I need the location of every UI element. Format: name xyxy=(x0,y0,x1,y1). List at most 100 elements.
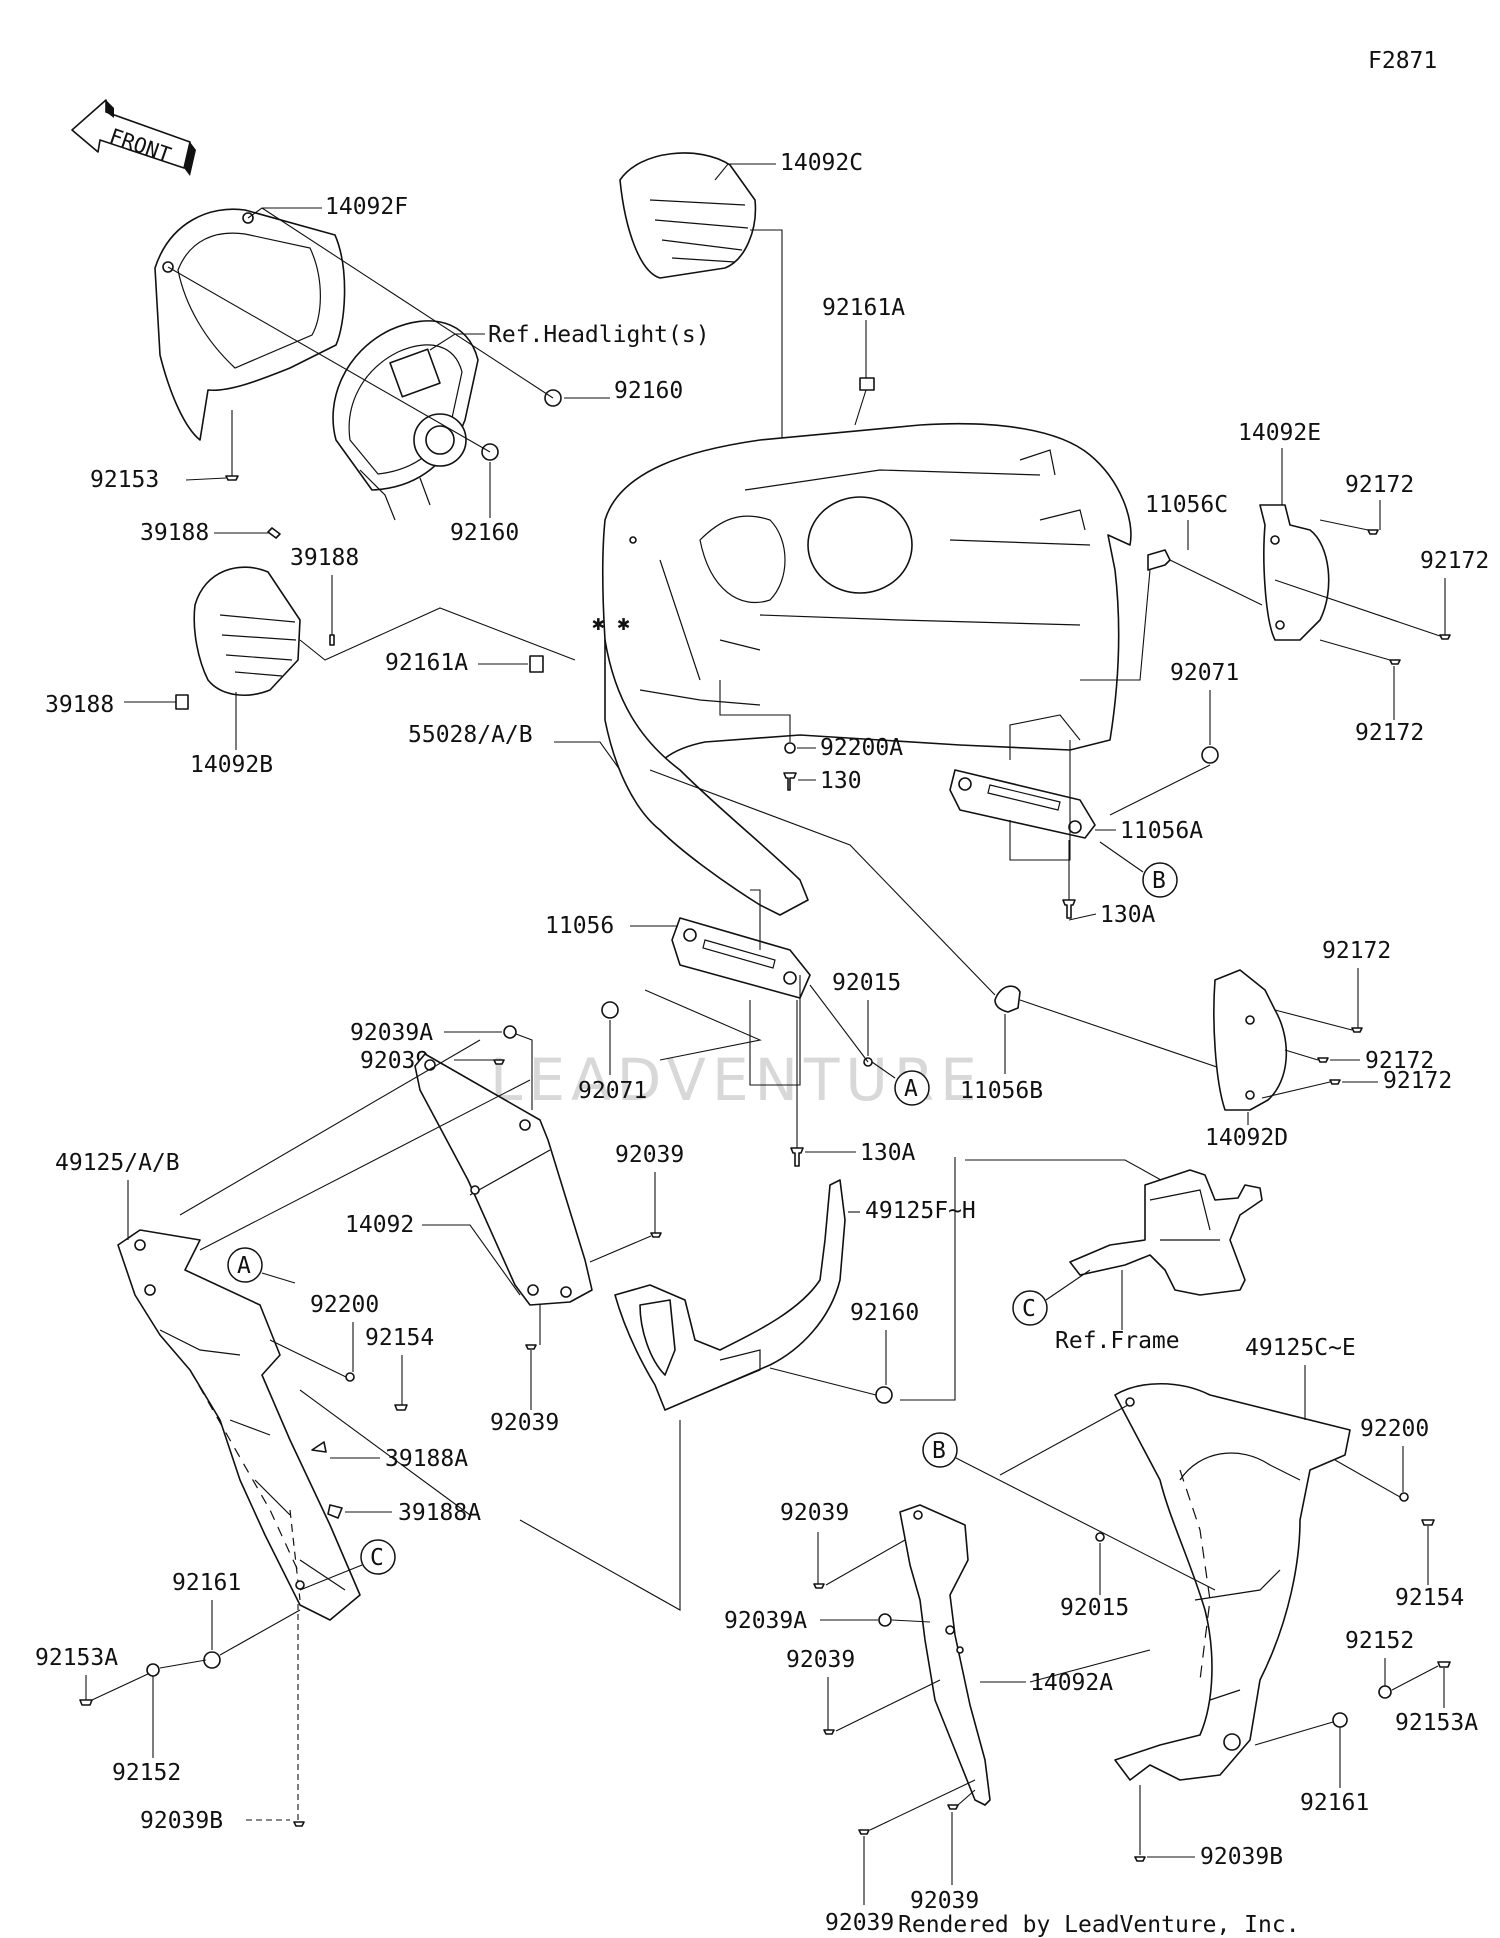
washer-92152-left xyxy=(146,1663,160,1677)
diagram-id: F2871 xyxy=(1368,48,1437,74)
label-39188A-lower: 39188A xyxy=(398,1500,481,1526)
screw-92172-a xyxy=(1367,529,1379,535)
label-92153A-right: 92153A xyxy=(1395,1710,1478,1736)
label-14092B: 14092B xyxy=(190,752,273,778)
label-130A-lower: 130A xyxy=(860,1140,916,1166)
label-92200-right: 92200 xyxy=(1360,1416,1429,1442)
washer-92200A xyxy=(784,742,796,754)
bolt-130 xyxy=(783,772,797,791)
label-11056B: 11056B xyxy=(960,1078,1043,1104)
part-11056-bracket xyxy=(671,917,811,999)
screw-92172-f xyxy=(1329,1079,1341,1085)
washer-92152-right xyxy=(1378,1685,1392,1699)
circle-ref-b-upper-label: B xyxy=(1152,868,1166,894)
circle-ref-c-right-label: C xyxy=(1022,1296,1036,1322)
circle-ref-b-right-label: B xyxy=(932,1438,946,1464)
screw-92154-left xyxy=(394,1404,408,1411)
label-92200A: 92200A xyxy=(820,735,903,761)
screw-92039-low xyxy=(525,1344,537,1350)
headlight-assembly xyxy=(332,320,479,521)
bracket-11056C xyxy=(1147,549,1171,571)
clip-11056B xyxy=(994,985,1021,1013)
screw-92039-upper xyxy=(493,1059,505,1065)
part-55028-upper-cowl: ✱ ✱ xyxy=(592,422,1132,916)
screw-92039-r4 xyxy=(947,1804,959,1810)
ref-frame-bracket xyxy=(1069,1169,1263,1296)
label-92172-b: 92172 xyxy=(1420,548,1489,574)
circle-ref-a-mid-label: A xyxy=(904,1076,918,1102)
screw-92039-r1 xyxy=(813,1583,825,1589)
circle-ref-c-left xyxy=(360,1539,396,1575)
washer-92200-left xyxy=(345,1372,355,1382)
label-130A-upper: 130A xyxy=(1100,902,1156,928)
screw-92039-r3 xyxy=(858,1829,870,1835)
label-92039A-upper: 92039A xyxy=(350,1020,433,1046)
screw-92015-right xyxy=(1095,1532,1105,1542)
front-arrow-icon: FRONT xyxy=(71,99,196,176)
clip-39188-b xyxy=(329,634,335,646)
washer-92200-right xyxy=(1399,1492,1409,1502)
label-ref-frame: Ref.Frame xyxy=(1055,1328,1180,1354)
label-39188-a: 39188 xyxy=(140,520,209,546)
label-92152-right: 92152 xyxy=(1345,1628,1414,1654)
label-92039B-left: 92039B xyxy=(140,1808,223,1834)
bolt-130A-lower xyxy=(790,1147,804,1167)
grommet-92161-right xyxy=(1332,1712,1348,1728)
clip-39188-c xyxy=(175,694,189,710)
circle-ref-a-left-label: A xyxy=(237,1253,251,1279)
screw-92153 xyxy=(225,475,239,481)
label-92015-upper: 92015 xyxy=(832,970,901,996)
grommet-92160-low xyxy=(875,1386,893,1404)
part-14092B-air-duct xyxy=(193,566,301,696)
label-11056: 11056 xyxy=(545,913,614,939)
label-14092: 14092 xyxy=(345,1212,414,1238)
label-55028: 55028/A/B xyxy=(408,722,533,748)
label-39188-c: 39188 xyxy=(45,692,114,718)
screw-92172-d xyxy=(1351,1027,1363,1033)
clip-39188A-upper xyxy=(311,1441,327,1453)
cowl-marking-icon: ✱ ✱ xyxy=(592,611,630,635)
label-92039-r3: 92039 xyxy=(825,1910,894,1936)
label-92152-left: 92152 xyxy=(112,1760,181,1786)
part-49125C-E-right-side-cowl xyxy=(1114,1383,1351,1781)
nut-92039A-upper xyxy=(503,1025,517,1039)
label-92154-left: 92154 xyxy=(365,1325,434,1351)
label-92172-c: 92172 xyxy=(1355,720,1424,746)
circle-ref-a-left xyxy=(227,1247,263,1283)
part-14092E-cover xyxy=(1259,504,1330,641)
circle-ref-a-mid xyxy=(894,1070,930,1106)
watermark: LEADVENTURE xyxy=(490,1046,983,1114)
label-92160-upper: 92160 xyxy=(614,378,683,404)
circle-ref-b-right xyxy=(922,1432,958,1468)
circle-ref-c-right xyxy=(1012,1290,1048,1326)
screw-92039-mid xyxy=(650,1232,662,1238)
label-92039-r4: 92039 xyxy=(910,1888,979,1914)
part-14092C-air-duct xyxy=(619,152,757,279)
label-49125CE: 49125C~E xyxy=(1245,1335,1356,1361)
label-39188-b: 39188 xyxy=(290,545,359,571)
label-92154-right: 92154 xyxy=(1395,1585,1464,1611)
screw-92153A-left xyxy=(79,1699,93,1706)
part-14092A-inner-panel xyxy=(899,1504,991,1806)
label-92161-left: 92161 xyxy=(172,1570,241,1596)
nut-92039A-right xyxy=(878,1613,892,1627)
label-92039-r1: 92039 xyxy=(780,1500,849,1526)
label-92039-mid: 92039 xyxy=(615,1142,684,1168)
label-14092D: 14092D xyxy=(1205,1125,1288,1151)
label-92172-a: 92172 xyxy=(1345,472,1414,498)
label-ref-headlight: Ref.Headlight(s) xyxy=(488,322,710,348)
label-49125: 49125/A/B xyxy=(55,1150,180,1176)
screw-92172-b xyxy=(1439,634,1451,640)
label-92039A-right: 92039A xyxy=(724,1608,807,1634)
label-92039-r2: 92039 xyxy=(786,1647,855,1673)
label-49125FH: 49125F~H xyxy=(865,1198,976,1224)
label-92172-f: 92172 xyxy=(1383,1068,1452,1094)
label-92161-right: 92161 xyxy=(1300,1790,1369,1816)
label-92172-d: 92172 xyxy=(1322,938,1391,964)
screw-92039B-left xyxy=(293,1821,305,1827)
label-92153A-left: 92153A xyxy=(35,1645,118,1671)
part-14092D-cover xyxy=(1213,969,1288,1111)
screw-92153A-right xyxy=(1437,1661,1451,1668)
label-92160-lower: 92160 xyxy=(450,520,519,546)
